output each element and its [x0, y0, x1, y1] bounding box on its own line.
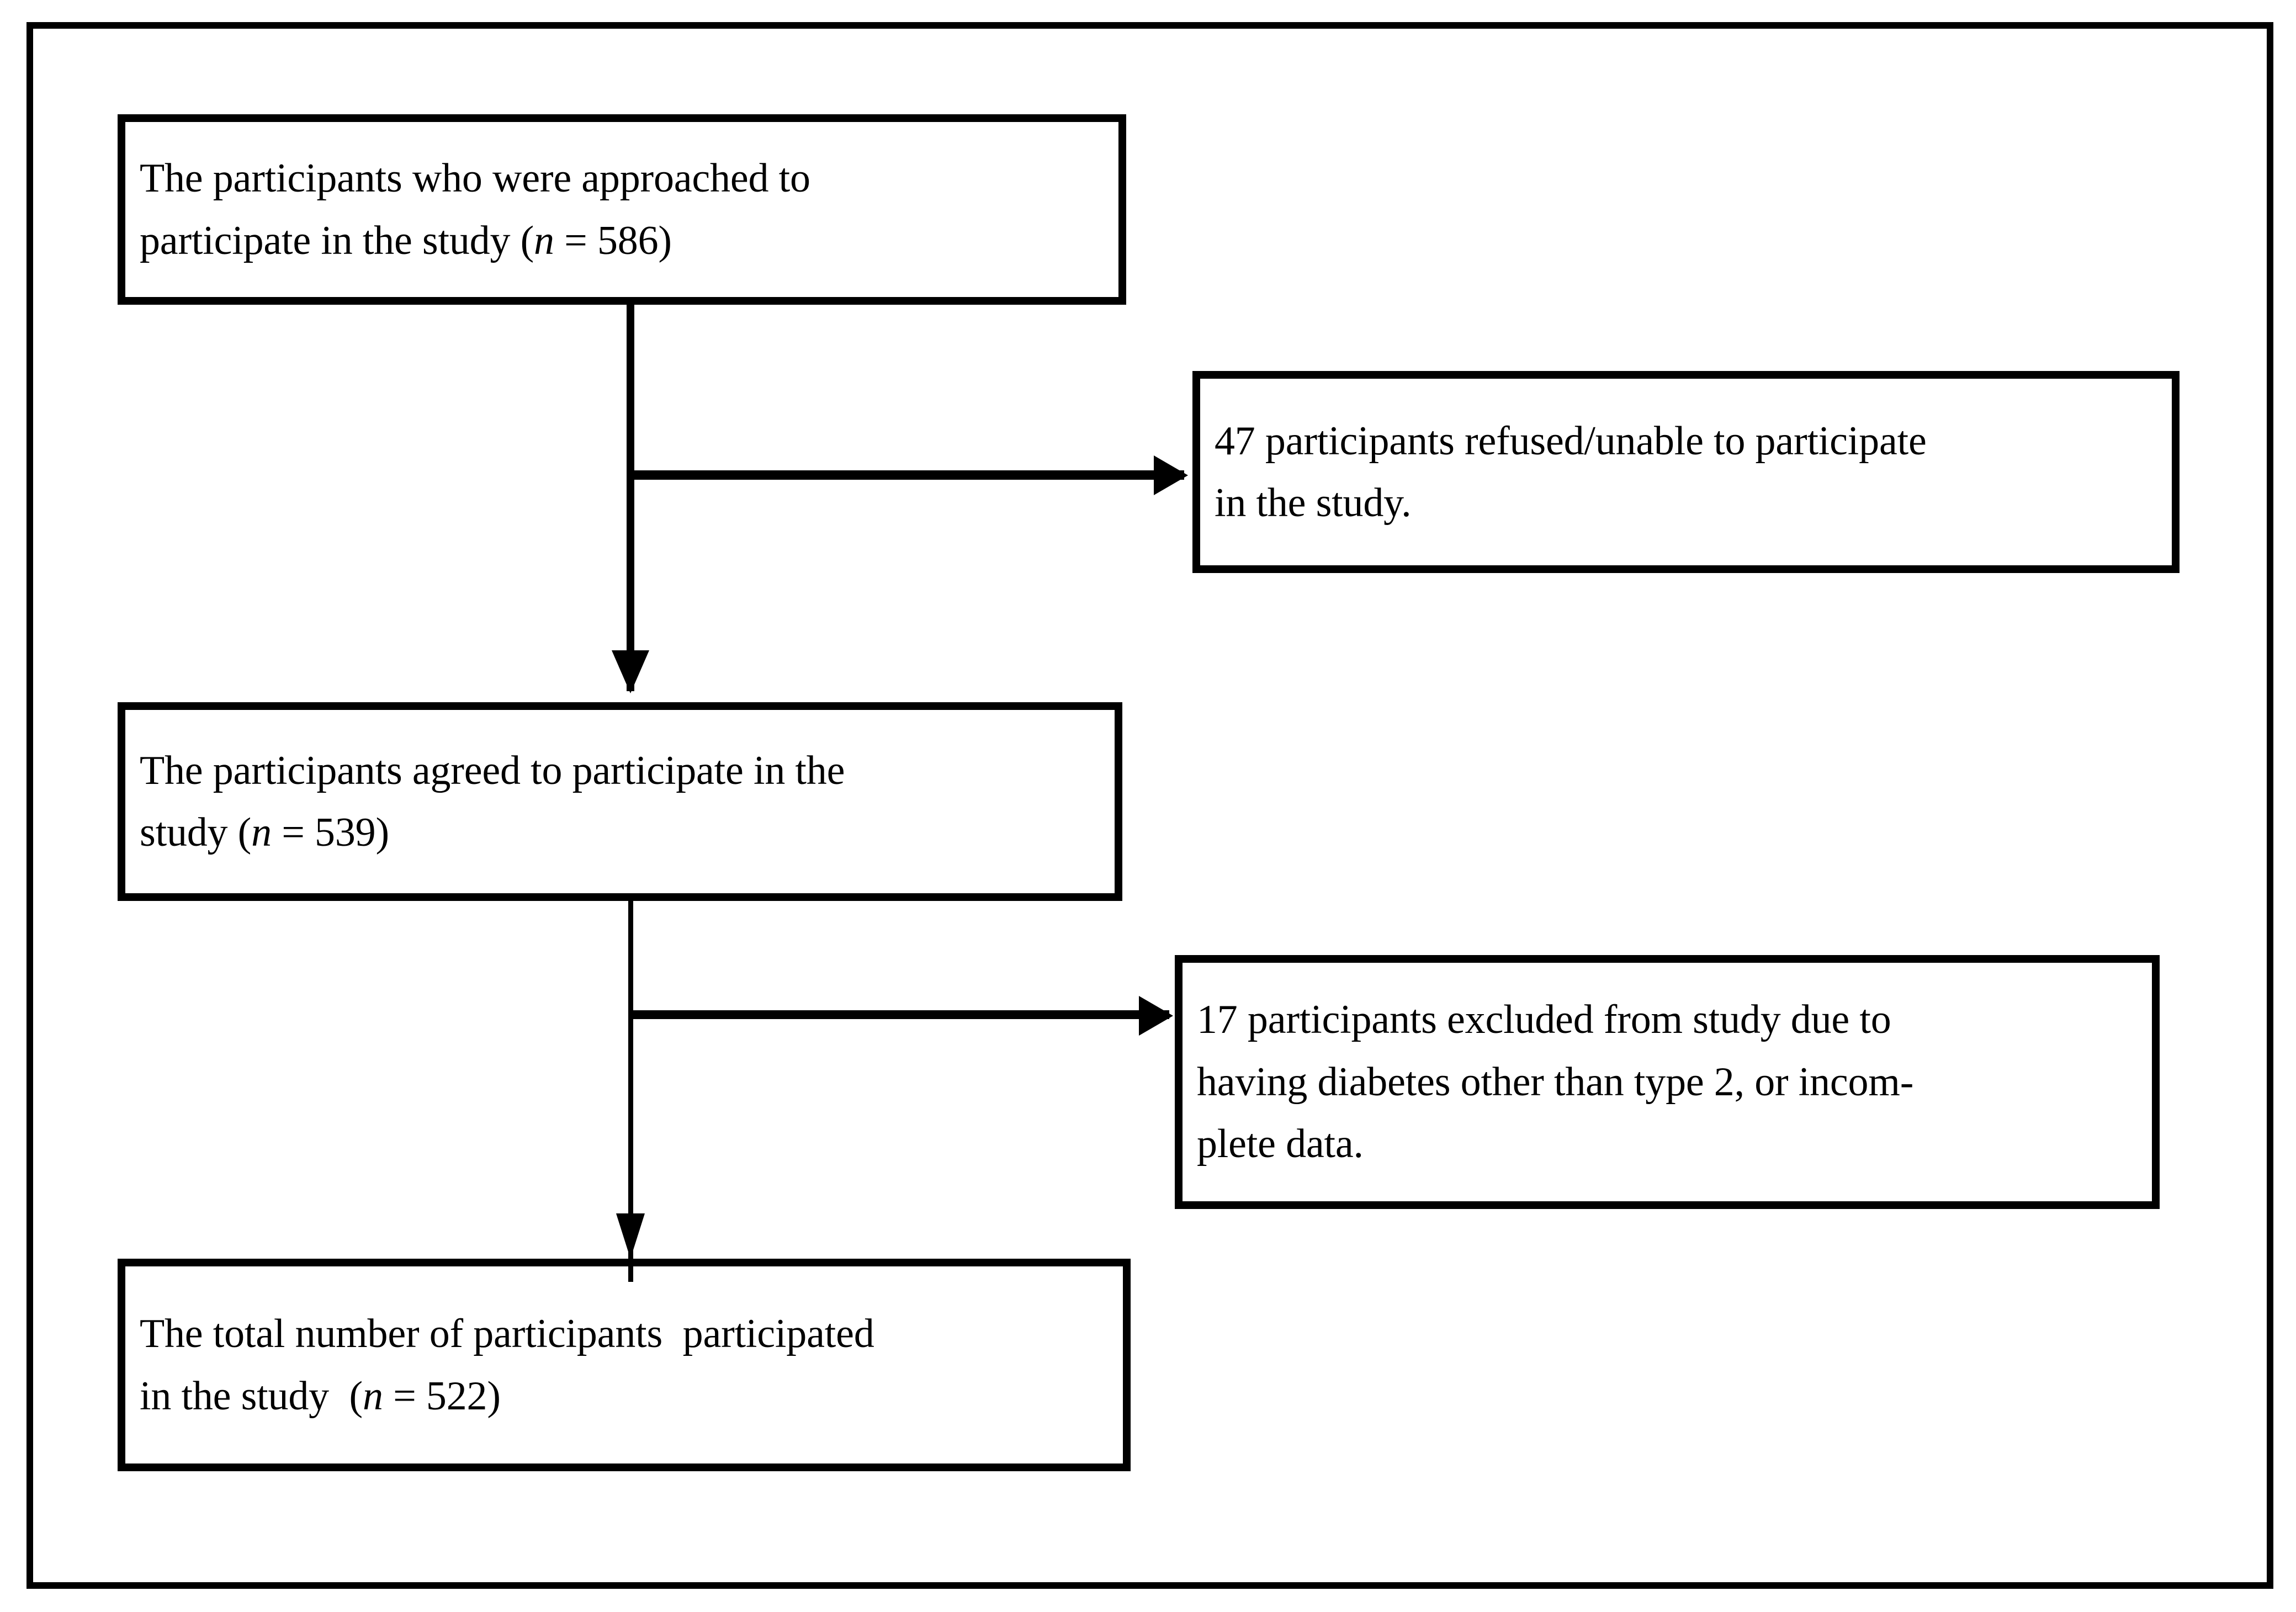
agreed-n-symbol: n	[251, 810, 272, 855]
flow-node-agreed-text: The participants agreed to participate i…	[125, 740, 1115, 864]
approached-n-value: = 586)	[554, 218, 672, 263]
outer-frame-border	[26, 22, 2273, 1589]
total-line-1: The total number of participants partici…	[140, 1311, 874, 1357]
agreed-n-value: = 539)	[271, 810, 389, 855]
excluded-line-2: having diabetes other than type 2, or in…	[1197, 1059, 1914, 1105]
agreed-line-2: study (	[140, 810, 252, 855]
flow-node-refused-text: 47 participants refused/unable to partic…	[1200, 410, 2172, 534]
excluded-line-3: plete data.	[1197, 1121, 1364, 1167]
connector-approached-to-refused-line	[627, 470, 1184, 480]
connector-approached-to-agreed-arrowhead-icon	[612, 650, 649, 693]
excluded-line-1: 17 participants excluded from study due …	[1197, 997, 1891, 1043]
flow-node-excluded: 17 participants excluded from study due …	[1175, 955, 2160, 1209]
flow-node-total-text: The total number of participants partici…	[125, 1303, 1123, 1427]
connector-approached-to-refused-arrowhead-icon	[1154, 455, 1188, 495]
connector-agreed-to-excluded-arrowhead-icon	[1139, 996, 1173, 1036]
connector-agreed-to-total-line	[628, 901, 633, 1282]
connector-agreed-to-total-arrowhead-icon	[616, 1213, 645, 1259]
connector-approached-to-agreed-line	[627, 305, 634, 691]
connector-agreed-to-excluded-line	[628, 1010, 1169, 1019]
approached-n-symbol: n	[534, 218, 554, 263]
approached-line-2: participate in the study (	[140, 218, 534, 263]
total-n-symbol: n	[362, 1373, 383, 1419]
approached-line-1: The participants who were approached to	[140, 156, 810, 202]
total-line-2: in the study (	[140, 1373, 363, 1419]
flow-node-agreed: The participants agreed to participate i…	[118, 702, 1122, 901]
refused-line-2: in the study.	[1215, 480, 1412, 526]
flow-node-refused: 47 participants refused/unable to partic…	[1192, 371, 2180, 573]
refused-line-1: 47 participants refused/unable to partic…	[1215, 418, 1927, 464]
total-n-value: = 522)	[383, 1373, 501, 1419]
agreed-line-1: The participants agreed to participate i…	[140, 747, 845, 793]
flow-node-approached-text: The participants who were approached to …	[125, 147, 1118, 272]
flow-node-approached: The participants who were approached to …	[118, 114, 1126, 305]
flow-node-total: The total number of participants partici…	[118, 1259, 1131, 1471]
flow-node-excluded-text: 17 participants excluded from study due …	[1183, 989, 2152, 1175]
